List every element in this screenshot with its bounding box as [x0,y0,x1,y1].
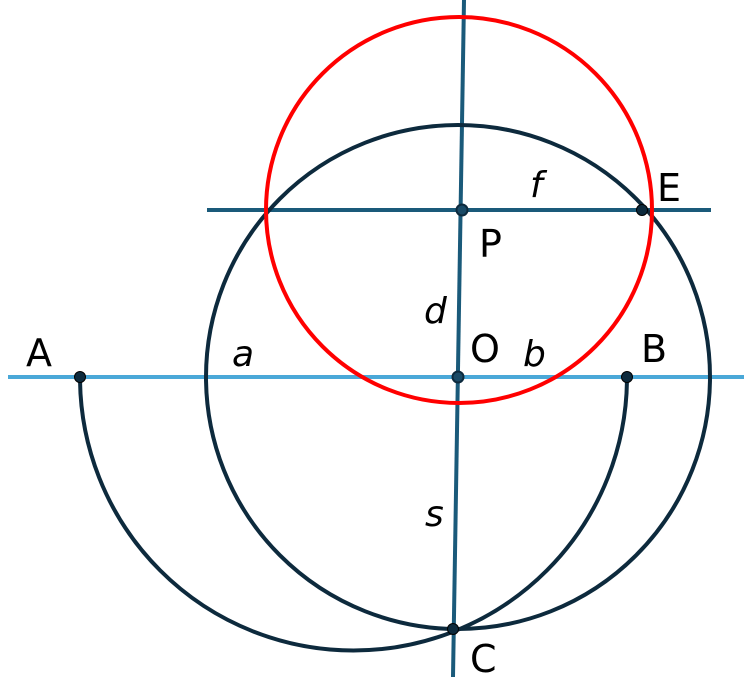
point-B [621,371,633,383]
point-E [636,204,648,216]
point-A [74,371,86,383]
semicircle-AB [78,376,629,653]
point-C [447,623,459,635]
label-b: b [523,334,546,375]
line-perpendicular [451,0,466,677]
label-O: O [470,327,500,371]
label-d: d [424,291,448,332]
label-f: f [530,165,548,206]
label-A: A [26,331,52,375]
point-O [451,370,465,384]
label-a: a [232,334,254,375]
point-P [455,203,469,217]
label-s: s [425,494,444,535]
label-C: C [470,637,497,677]
circle-P [264,15,654,405]
label-E: E [657,166,681,210]
label-P: P [479,222,502,266]
label-B: B [641,327,667,371]
